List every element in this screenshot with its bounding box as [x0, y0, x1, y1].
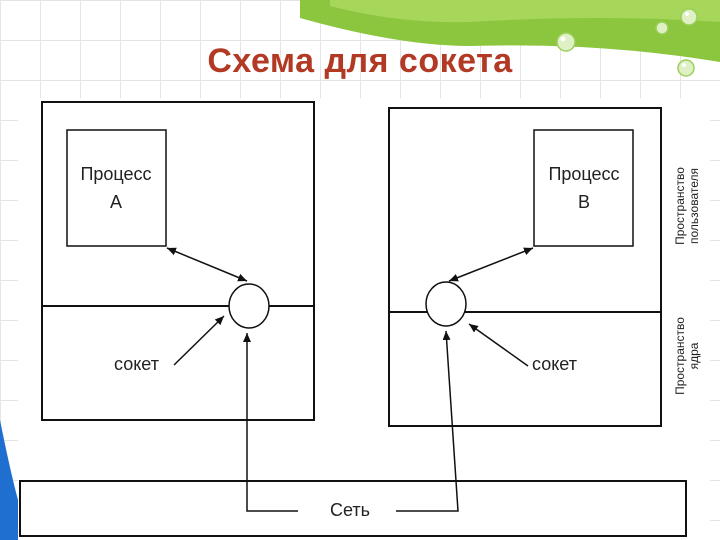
- process-b-socket-arrow: [449, 248, 533, 281]
- socket-a-label: сокет: [114, 354, 159, 374]
- process-b-box: [534, 130, 633, 246]
- host-a: Процесс A сокет: [42, 102, 314, 420]
- slide-title: Схема для сокета: [0, 42, 720, 81]
- kernel-space-label-line1: Пространство: [673, 317, 687, 395]
- process-a-socket-arrow: [167, 248, 247, 281]
- process-b-label-line2: B: [578, 192, 590, 212]
- socket-diagram: Процесс A сокет Процесс B сокет Сеть: [18, 98, 710, 540]
- user-space-label-line2: пользователя: [687, 168, 701, 244]
- socket-a-circle: [229, 284, 269, 328]
- blue-corner-accent: [0, 420, 18, 540]
- process-a-label-line2: A: [110, 192, 122, 212]
- socket-a-label-arrow: [174, 316, 224, 365]
- process-b-label-line1: Процесс: [548, 164, 619, 184]
- process-a-box: [67, 130, 166, 246]
- user-space-label-line1: Пространство: [673, 167, 687, 245]
- socket-b-circle: [426, 282, 466, 326]
- diagram-panel: Процесс A сокет Процесс B сокет Сеть: [18, 98, 710, 540]
- network-label: Сеть: [330, 500, 370, 520]
- kernel-space-label-line2: ядра: [687, 342, 701, 369]
- host-b: Процесс B сокет: [389, 108, 661, 426]
- process-a-label-line1: Процесс: [80, 164, 151, 184]
- socket-b-label-arrow: [469, 324, 528, 366]
- socket-b-label: сокет: [532, 354, 577, 374]
